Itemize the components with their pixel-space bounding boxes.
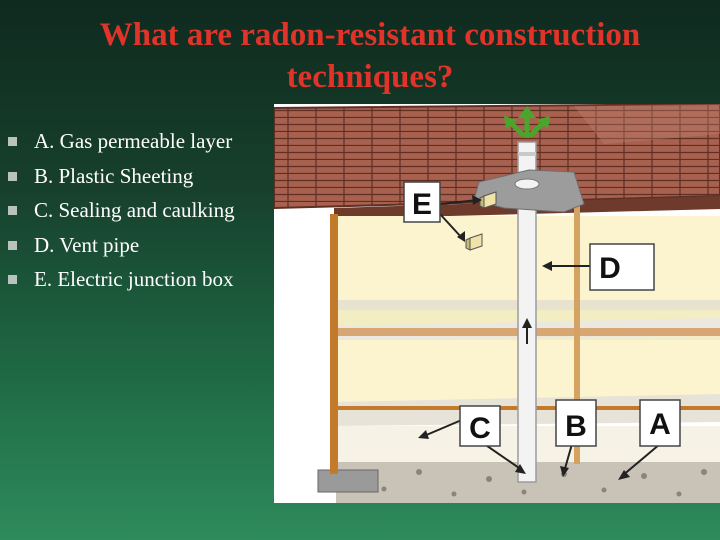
label-box-e: E xyxy=(403,181,441,223)
label-box-c: C xyxy=(459,405,501,447)
square-bullet-icon xyxy=(8,240,17,250)
bullet-item-d: D. Vent pipe xyxy=(0,228,235,263)
arrow-head-icon xyxy=(515,464,526,474)
square-bullet-icon xyxy=(8,137,17,146)
arrow-head-icon xyxy=(457,231,465,242)
label-b: B xyxy=(565,410,587,443)
bullet-text-a: A. Gas permeable layer xyxy=(34,129,233,153)
arrow-head-icon xyxy=(560,466,569,477)
right-wall-stud xyxy=(574,194,580,464)
exhaust-arrows-icon xyxy=(504,106,550,138)
square-bullet-icon xyxy=(8,275,17,284)
roof-shingles xyxy=(274,104,720,210)
left-wall-stud xyxy=(330,214,338,474)
bullet-text-b: B. Plastic Sheeting xyxy=(34,163,194,188)
junction-box-icon xyxy=(465,233,483,251)
bullet-text-c: C. Sealing and caulking xyxy=(34,198,235,222)
bullet-item-b: B. Plastic Sheeting xyxy=(0,159,235,194)
bullet-item-e: E. Electric junction box xyxy=(0,262,235,297)
slide-title: What are radon-resistant construction te… xyxy=(99,17,641,95)
pipe-opening xyxy=(514,178,540,190)
arrow-head-icon xyxy=(418,430,429,439)
arrow-head-icon xyxy=(618,470,630,480)
label-box-a: A xyxy=(639,399,681,447)
bullet-list: A. Gas permeable layer B. Plastic Sheeti… xyxy=(0,124,235,297)
square-bullet-icon xyxy=(8,206,17,215)
pipe-collar xyxy=(518,152,536,156)
label-d: D xyxy=(599,252,621,285)
label-c: C xyxy=(469,412,491,445)
junction-box-icon xyxy=(479,191,497,209)
vent-pipe xyxy=(517,141,537,483)
roof-highlight xyxy=(574,104,720,144)
bullet-item-a: A. Gas permeable layer xyxy=(0,124,235,159)
arrow-head-icon xyxy=(522,318,532,328)
square-bullet-icon xyxy=(8,171,17,181)
label-box-b: B xyxy=(555,399,597,447)
callout-arrows xyxy=(418,195,661,480)
bullet-text-e: E. Electric junction box xyxy=(34,267,234,291)
arrow-head-icon xyxy=(472,195,482,205)
label-box-d: D xyxy=(589,243,655,291)
house-diagram: E D C B A xyxy=(274,104,720,503)
footing xyxy=(317,469,379,493)
label-e: E xyxy=(412,188,432,221)
arrow-head-icon xyxy=(542,261,552,271)
bullet-item-c: C. Sealing and caulking xyxy=(0,193,235,228)
label-a: A xyxy=(649,408,671,441)
bullet-text-d: D. Vent pipe xyxy=(34,232,140,257)
